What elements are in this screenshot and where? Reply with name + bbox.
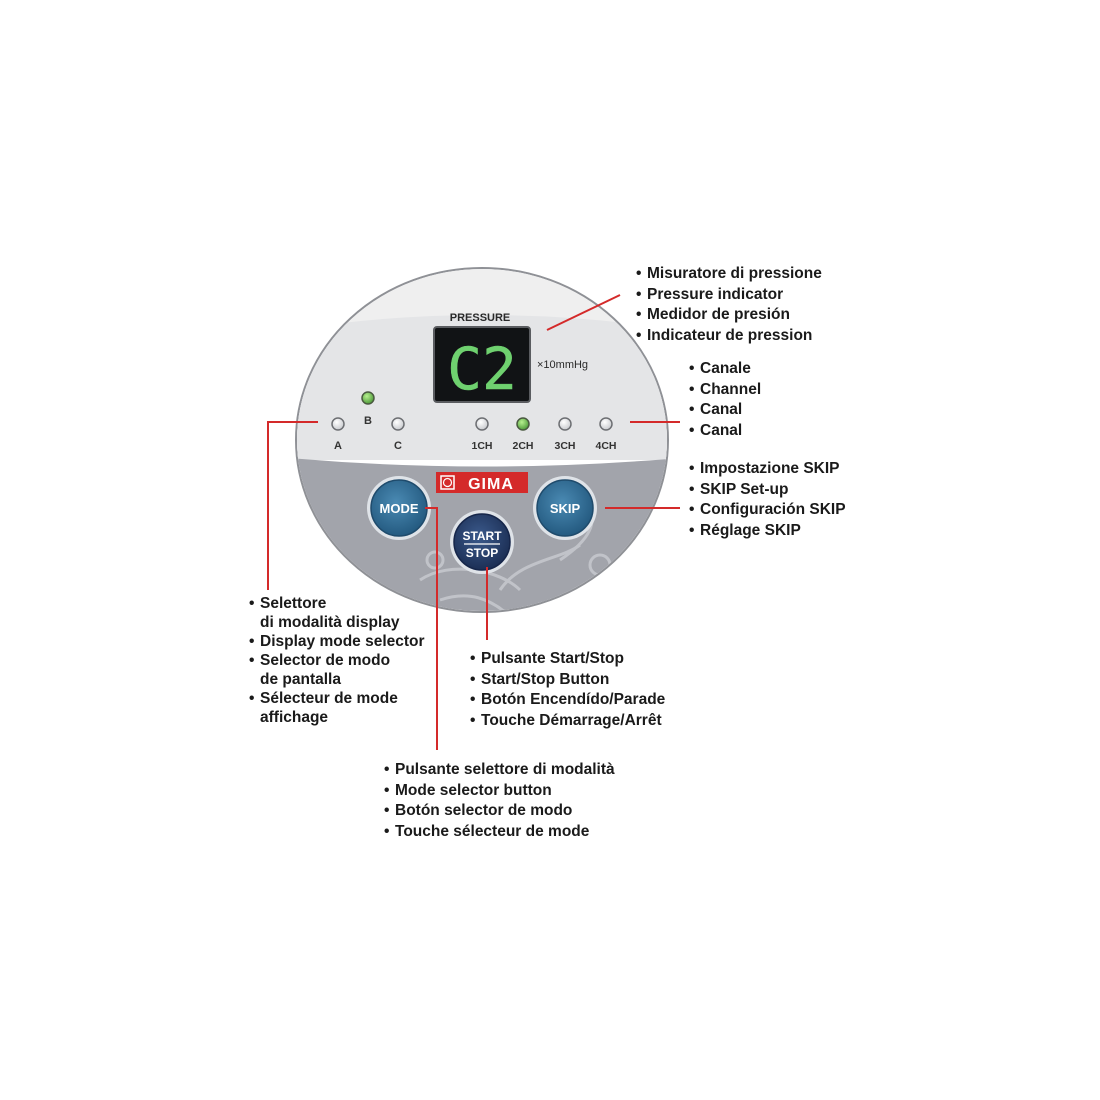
- brand-name: GIMA: [468, 476, 514, 493]
- mode-led-a: [331, 417, 345, 431]
- channel-indicator-leds: 1CH 2CH 3CH 4CH: [471, 417, 617, 452]
- callout-item: Canal: [689, 421, 761, 442]
- callout-pressure-indicator: Misuratore di pressione Pressure indicat…: [636, 264, 822, 346]
- skip-button-label: SKIP: [550, 501, 581, 516]
- stop-label: STOP: [466, 546, 498, 560]
- callout-item: Botón selector de modo: [384, 801, 615, 822]
- gima-logo: GIMA: [436, 472, 528, 493]
- callout-item: Canal: [689, 400, 761, 421]
- callout-item: Impostazione SKIP: [689, 459, 846, 480]
- callout-item: Touche Démarrage/Arrêt: [470, 711, 665, 732]
- callout-item: Pulsante Start/Stop: [470, 649, 665, 670]
- display-mode-leader-line: [267, 421, 318, 590]
- callout-item: Selettore di modalità display: [249, 594, 425, 632]
- callout-item: Touche sélecteur de mode: [384, 822, 615, 843]
- callout-item: Sélecteur de mode affichage: [249, 689, 425, 727]
- callout-item: Misuratore di pressione: [636, 264, 822, 285]
- mode-led-b: [361, 391, 375, 405]
- callout-line: Display mode selector: [260, 633, 425, 650]
- callout-item: Pressure indicator: [636, 285, 822, 306]
- pressure-unit-label: ×10mmHg: [537, 359, 588, 371]
- callout-line: di modalità display: [260, 614, 400, 631]
- callout-item: Configuración SKIP: [689, 500, 846, 521]
- callout-skip-setup: Impostazione SKIP SKIP Set-up Configurac…: [689, 459, 846, 541]
- callout-item: Channel: [689, 380, 761, 401]
- callout-item: Mode selector button: [384, 781, 615, 802]
- channel-led-3ch-label: 3CH: [554, 440, 575, 452]
- channel-led-4ch-label: 4CH: [595, 440, 616, 452]
- mode-led-a-label: A: [334, 440, 342, 452]
- callout-line: Sélecteur de mode: [260, 690, 398, 707]
- mode-button[interactable]: MODE: [367, 476, 431, 540]
- callout-mode-selector-button: Pulsante selettore di modalità Mode sele…: [384, 760, 615, 842]
- channel-led-1ch-label: 1CH: [471, 440, 492, 452]
- callout-item: Canale: [689, 359, 761, 380]
- callout-item: SKIP Set-up: [689, 480, 846, 501]
- start-label: START: [462, 529, 502, 543]
- pressure-leader-line: [546, 294, 621, 331]
- channel-led-3ch: [558, 417, 572, 431]
- callout-item: Pulsante selettore di modalità: [384, 760, 615, 781]
- channel-led-2ch: [516, 417, 530, 431]
- mode-button-leader-line: [425, 507, 438, 750]
- callout-line: de pantalla: [260, 671, 341, 688]
- channel-led-4ch: [599, 417, 613, 431]
- callout-item: Medidor de presión: [636, 305, 822, 326]
- callout-line: affichage: [260, 709, 329, 726]
- callout-display-mode-selector: Selettore di modalità display Display mo…: [249, 594, 425, 727]
- mode-button-label: MODE: [380, 501, 419, 516]
- callout-item: Indicateur de pression: [636, 326, 822, 347]
- channel-led-2ch-label: 2CH: [512, 440, 533, 452]
- leader-lines: [267, 294, 680, 750]
- callout-item: Réglage SKIP: [689, 521, 846, 542]
- mode-indicator-leds: A B C: [331, 391, 405, 452]
- callout-channel: Canale Channel Canal Canal: [689, 359, 761, 441]
- callout-item: Display mode selector: [249, 632, 425, 651]
- pressure-display-value: C2: [447, 335, 517, 403]
- callout-item: Selector de modo de pantalla: [249, 651, 425, 689]
- callout-line: Selector de modo: [260, 652, 391, 669]
- pressure-label: PRESSURE: [450, 312, 511, 324]
- skip-button[interactable]: SKIP: [533, 476, 597, 540]
- channel-led-1ch: [475, 417, 489, 431]
- start-stop-button[interactable]: START STOP: [450, 510, 514, 574]
- callout-item: Botón Encendído/Parade: [470, 690, 665, 711]
- callout-start-stop-button: Pulsante Start/Stop Start/Stop Button Bo…: [470, 649, 665, 731]
- mode-led-c: [391, 417, 405, 431]
- callout-item: Start/Stop Button: [470, 670, 665, 691]
- callout-line: Selettore: [260, 595, 327, 612]
- pressure-display: [433, 326, 531, 403]
- mode-led-c-label: C: [394, 440, 402, 452]
- mode-led-b-label: B: [364, 415, 372, 427]
